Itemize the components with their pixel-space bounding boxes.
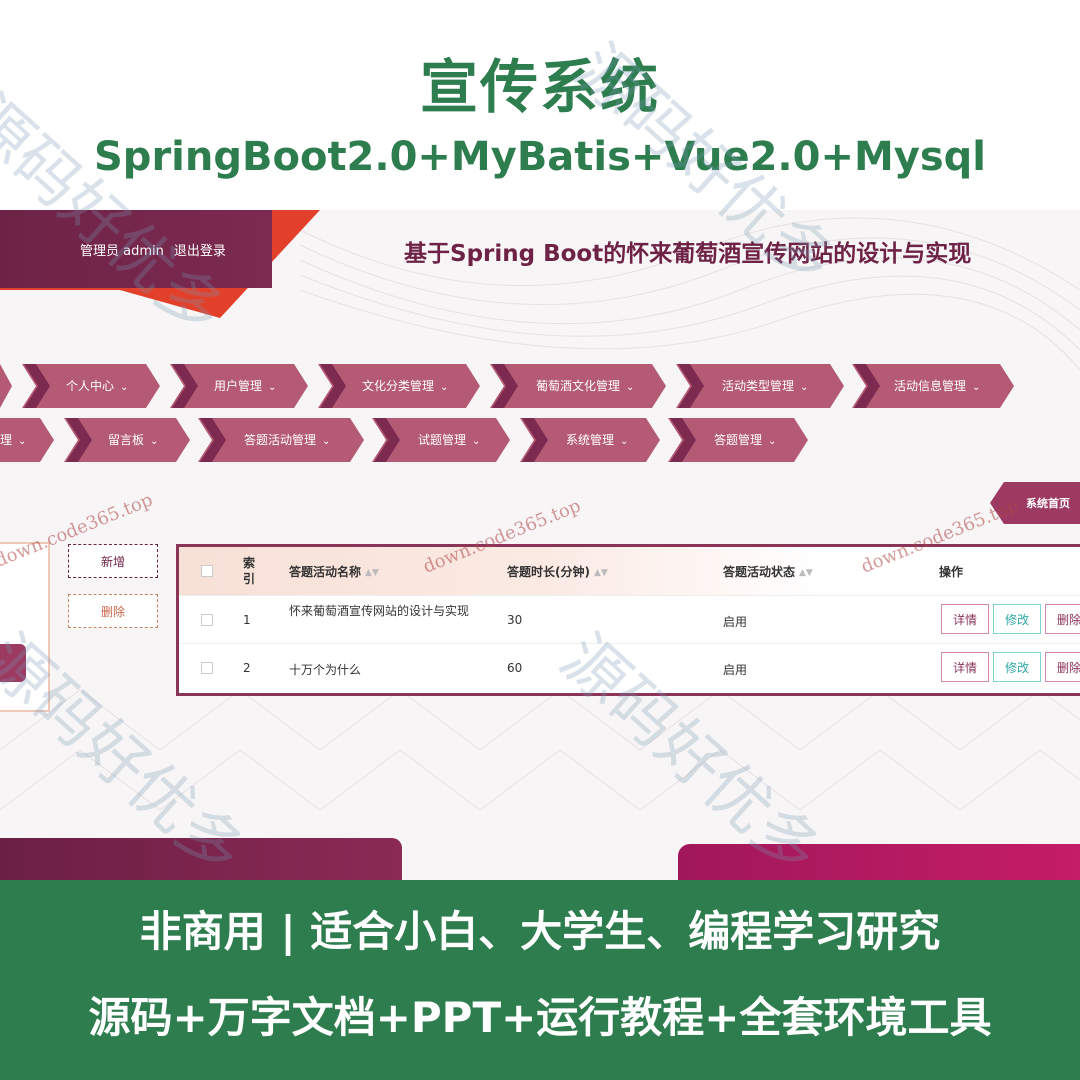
user-info: 管理员 admin 退出登录 bbox=[80, 240, 226, 259]
logout-link[interactable]: 退出登录 bbox=[173, 244, 226, 259]
table-row: 1 怀来葡萄酒宣传网站的设计与实现 30 启用 详情 修改 删除 bbox=[179, 595, 1080, 643]
select-all-checkbox[interactable] bbox=[201, 565, 213, 577]
detail-button[interactable]: 详情 bbox=[941, 604, 989, 634]
sort-icon: ▲▼ bbox=[593, 567, 608, 578]
nav-row-2: 理⌄ 留言板⌄ 答题活动管理⌄ 试题管理⌄ 系统管理⌄ 答题管理⌄ bbox=[0, 418, 1080, 462]
nav-item-culture-category[interactable]: 文化分类管理 ⌄ bbox=[318, 364, 482, 408]
chevron-down-icon: ⌄ bbox=[120, 382, 129, 393]
header-duration[interactable]: 答题时长(分钟)▲▼ bbox=[507, 563, 608, 580]
nav-item-system-mgmt[interactable]: 系统管理 ⌄ bbox=[520, 418, 662, 462]
header-name-label: 答题活动名称 bbox=[289, 565, 362, 579]
nav-item-wine-culture[interactable]: 葡萄酒文化管理 ⌄ bbox=[490, 364, 668, 408]
app-screenshot: 管理员 admin 退出登录 基于Spring Boot的怀来葡萄酒宣传网站的设计… bbox=[0, 210, 1080, 880]
edit-button[interactable]: 修改 bbox=[993, 652, 1041, 682]
row-name: 怀来葡萄酒宣传网站的设计与实现 bbox=[289, 604, 470, 618]
detail-button[interactable]: 详情 bbox=[941, 652, 989, 682]
nav-label-user-mgmt: 用户管理 bbox=[214, 379, 263, 393]
nav-item-left-edge bbox=[0, 364, 14, 408]
sort-icon: ▲▼ bbox=[365, 567, 379, 578]
delete-button[interactable]: 删除 bbox=[68, 594, 158, 628]
admin-label: 管理员 admin bbox=[80, 244, 164, 259]
nav-label-activity-info: 活动信息管理 bbox=[894, 379, 967, 393]
banner-title: 宣传系统 bbox=[419, 53, 660, 121]
row-duration: 30 bbox=[507, 613, 523, 627]
bottom-banner-line-2: 源码+万字文档+PPT+运行教程+全套环境工具 bbox=[88, 993, 992, 1042]
footer-bar-left bbox=[0, 838, 402, 880]
nav-item-activity-type[interactable]: 活动类型管理 ⌄ bbox=[676, 364, 846, 408]
table-header: 索引 答题活动名称▲▼ 答题时长(分钟)▲▼ 答题活动状态▲▼ 操作 bbox=[179, 547, 1080, 595]
top-banner: 宣传系统 SpringBoot2.0+MyBatis+Vue2.0+Mysql bbox=[0, 0, 1080, 210]
nav-row-1: 个人中心 ⌄ 用户管理 ⌄ 文化分类管理 ⌄ 葡萄酒文化管理 ⌄ 活动类型管理 ⌄ 活动信… bbox=[0, 364, 1080, 408]
home-tab-shape bbox=[990, 482, 1080, 524]
bottom-banner: 非商用 | 适合小白、大学生、编程学习研究 源码+万字文档+PPT+运行教程+全… bbox=[0, 880, 1080, 1080]
home-tab[interactable]: 系统首页 bbox=[1026, 497, 1070, 510]
nav-item-question-mgmt[interactable]: 试题管理 ⌄ bbox=[372, 418, 512, 462]
search-button[interactable] bbox=[0, 644, 26, 682]
site-title: 基于Spring Boot的怀来葡萄酒宣传网站的设计与实现 bbox=[404, 241, 972, 267]
chevron-down-icon: ⌄ bbox=[768, 436, 777, 447]
nav-label-message-board: 留言板 bbox=[108, 433, 145, 447]
nav-item-partial[interactable]: 理⌄ bbox=[0, 418, 56, 462]
nav-label-system-mgmt: 系统管理 bbox=[566, 433, 615, 447]
nav-label-activity-type: 活动类型管理 bbox=[722, 379, 795, 393]
quiz-activity-table: 索引 答题活动名称▲▼ 答题时长(分钟)▲▼ 答题活动状态▲▼ 操作 1 怀来葡… bbox=[176, 544, 1080, 696]
nav-item-user-mgmt[interactable]: 用户管理 ⌄ bbox=[170, 364, 310, 408]
row-index: 1 bbox=[243, 613, 251, 627]
edit-button[interactable]: 修改 bbox=[993, 604, 1041, 634]
nav-label-question-mgmt: 试题管理 bbox=[418, 433, 467, 447]
search-panel bbox=[0, 542, 50, 712]
header-name[interactable]: 答题活动名称▲▼ bbox=[289, 563, 379, 580]
nav-label-personal-center: 个人中心 bbox=[66, 379, 115, 393]
nav-item-quiz-activity[interactable]: 答题活动管理 ⌄ bbox=[198, 418, 366, 462]
chevron-down-icon: ⌄ bbox=[620, 436, 629, 447]
header-ops: 操作 bbox=[939, 565, 964, 579]
row-duration: 60 bbox=[507, 661, 523, 675]
nav-item-message-board[interactable]: 留言板 ⌄ bbox=[64, 418, 192, 462]
chevron-down-icon: ⌄ bbox=[972, 382, 981, 393]
nav-label-partial: 理 bbox=[0, 433, 13, 447]
nav-label-wine-culture: 葡萄酒文化管理 bbox=[536, 379, 621, 393]
banner-subtitle: SpringBoot2.0+MyBatis+Vue2.0+Mysql bbox=[94, 134, 986, 180]
remove-button[interactable]: 删除 bbox=[1045, 652, 1080, 682]
remove-button[interactable]: 删除 bbox=[1045, 604, 1080, 634]
table-row: 2 十万个为什么 60 启用 详情 修改 删除 bbox=[179, 643, 1080, 691]
nav-label-culture-category: 文化分类管理 bbox=[362, 379, 435, 393]
chevron-down-icon: ⌄ bbox=[18, 436, 27, 447]
header-status[interactable]: 答题活动状态▲▼ bbox=[723, 563, 813, 580]
chevron-down-icon: ⌄ bbox=[150, 436, 159, 447]
row-status: 启用 bbox=[723, 615, 748, 629]
header-index: 索引 bbox=[243, 556, 256, 586]
footer-bar-right bbox=[678, 844, 1080, 880]
chevron-down-icon: ⌄ bbox=[472, 436, 481, 447]
chevron-down-icon: ⌄ bbox=[626, 382, 635, 393]
bottom-banner-line-1: 非商用 | 适合小白、大学生、编程学习研究 bbox=[139, 907, 941, 956]
header-bar bbox=[0, 210, 272, 288]
nav-item-personal-center[interactable]: 个人中心 ⌄ bbox=[22, 364, 162, 408]
chevron-down-icon: ⌄ bbox=[440, 382, 449, 393]
row-index: 2 bbox=[243, 661, 251, 675]
add-button[interactable]: 新增 bbox=[68, 544, 158, 578]
row-checkbox[interactable] bbox=[201, 662, 213, 674]
chevron-down-icon: ⌄ bbox=[322, 436, 331, 447]
chevron-down-icon: ⌄ bbox=[268, 382, 277, 393]
header-status-label: 答题活动状态 bbox=[723, 565, 796, 579]
row-name: 十万个为什么 bbox=[289, 663, 362, 677]
row-checkbox[interactable] bbox=[201, 614, 213, 626]
chevron-down-icon: ⌄ bbox=[800, 382, 809, 393]
nav-item-activity-info[interactable]: 活动信息管理 ⌄ bbox=[852, 364, 1016, 408]
sort-icon: ▲▼ bbox=[799, 567, 813, 578]
nav-item-answer-mgmt[interactable]: 答题管理 ⌄ bbox=[668, 418, 810, 462]
header-duration-label: 答题时长(分钟) bbox=[507, 565, 590, 579]
nav-label-quiz-activity: 答题活动管理 bbox=[244, 433, 317, 447]
nav-label-answer-mgmt: 答题管理 bbox=[714, 433, 763, 447]
row-status: 启用 bbox=[723, 663, 748, 677]
